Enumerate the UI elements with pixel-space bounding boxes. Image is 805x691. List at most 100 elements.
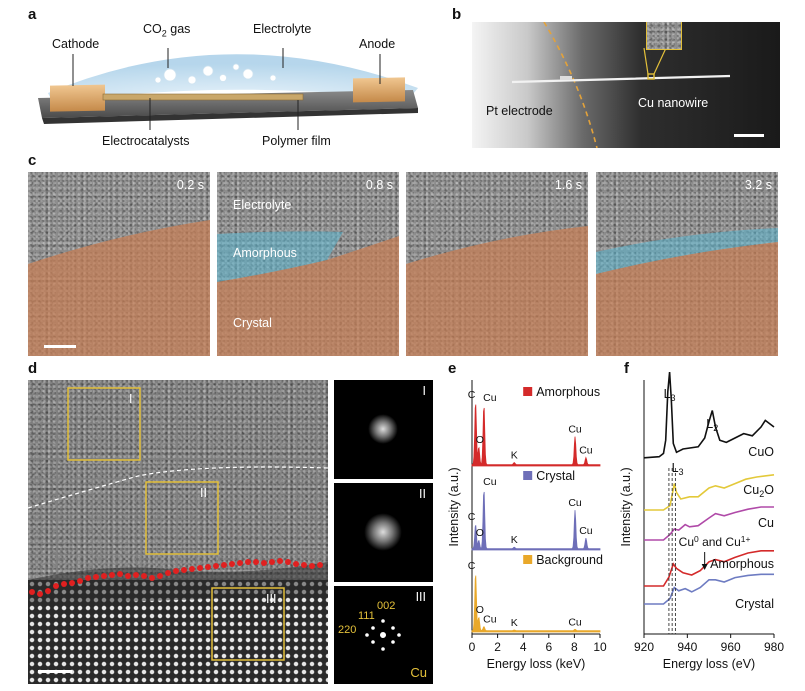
series-line-cuo — [643, 372, 775, 459]
series-line-crystal — [644, 573, 774, 605]
x-tick-label: 8 — [571, 640, 578, 654]
panel-label-e: e — [448, 360, 457, 377]
y-axis-label: Intensity (a.u.) — [619, 467, 633, 546]
electrolyte-dome — [48, 54, 418, 103]
x-tick-label: 940 — [677, 640, 697, 654]
co2-suffix: gas — [166, 22, 191, 36]
series-area-crystal — [471, 491, 601, 551]
cathode-pad — [50, 84, 105, 112]
label-electrolyte-c: Electrolyte — [233, 198, 292, 212]
series-line-cu2o — [644, 474, 775, 511]
series-area-background — [471, 575, 601, 633]
peak-label-cu: Cu — [483, 614, 497, 626]
panel-label-f: f — [624, 360, 629, 377]
legend-label-amorphous: Amorphous — [536, 385, 600, 399]
series-label-amorphous: Amorphous — [710, 557, 774, 571]
peak-label-k: K — [511, 534, 518, 546]
peak-label-c: C — [468, 389, 476, 401]
x-tick-label: 4 — [520, 640, 527, 654]
region-box-1 — [67, 387, 141, 461]
label-anode: Anode — [359, 37, 396, 51]
panel-label-b: b — [452, 6, 462, 23]
peak-label-c: C — [468, 511, 476, 523]
peak-label-cu: Cu — [579, 445, 593, 457]
legend-swatch-crystal — [523, 471, 533, 480]
label-cu-nanowire: Cu nanowire — [638, 96, 709, 110]
x-tick-label: 0 — [469, 640, 476, 654]
label-electrocatalysts: Electrocatalysts — [102, 134, 190, 148]
x-tick-label: 980 — [764, 640, 784, 654]
timestamp-2: 1.6 s — [554, 178, 582, 192]
region-label-3: III — [266, 592, 277, 606]
label-pt-electrode: Pt electrode — [486, 104, 553, 118]
fft-image-2: II — [334, 483, 433, 582]
region-label-1: I — [129, 392, 133, 406]
peak-label-cu: Cu — [579, 525, 593, 537]
label-crystal-c: Crystal — [233, 316, 272, 330]
co2-sub: 2 — [161, 28, 167, 39]
label-electrolyte-a: Electrolyte — [253, 22, 312, 36]
edge-label-l3-secondary: L3 — [672, 461, 684, 477]
x-tick-label: 920 — [634, 640, 654, 654]
tem-frame-2: 1.6 s — [406, 172, 588, 356]
x-tick-label: 6 — [545, 640, 552, 654]
label-amorphous-c: Amorphous — [233, 246, 297, 260]
panel-label-c: c — [28, 152, 37, 169]
peak-label-cu: Cu — [483, 476, 497, 488]
x-tick-label: 10 — [593, 640, 607, 654]
x-axis-label: Energy loss (keV) — [487, 657, 586, 671]
series-area-amorphous — [471, 404, 601, 467]
miller-index-002: 002 — [377, 600, 396, 612]
miller-index-220: 220 — [338, 624, 357, 636]
fft-image-3: III 220 111 002 Cu — [334, 586, 433, 684]
fft-image-1: I — [334, 380, 433, 479]
edge-label-l2: L2 — [706, 417, 718, 433]
polymer-film — [102, 93, 304, 101]
fft-label-1: I — [422, 384, 426, 398]
fft-label-2: II — [419, 487, 426, 501]
region-label-2: II — [200, 486, 207, 500]
peak-label-cu: Cu — [568, 424, 582, 436]
panel-label-d: d — [28, 360, 38, 377]
peak-label-o: O — [476, 434, 484, 446]
hrtem-image-d: I II III — [28, 380, 328, 684]
tem-frame-3: 3.2 s — [596, 172, 778, 356]
tem-frame-0: 0.2 s — [28, 172, 210, 356]
region-box-2 — [145, 481, 219, 555]
y-axis-label: Intensity (a.u.) — [447, 467, 461, 546]
peak-label-o: O — [476, 604, 484, 616]
timestamp-1: 0.8 s — [365, 178, 393, 192]
legend-label-background: Background — [536, 553, 603, 567]
label-cu-fft: Cu — [410, 665, 427, 680]
x-axis-label: Energy loss (eV) — [663, 657, 755, 671]
tem-frame-1: 0.8 s Electrolyte Amorphous Crystal — [217, 172, 399, 356]
series-label-crystal: Crystal — [735, 597, 774, 611]
annotation-cu-states: Cu0 and Cu1+ — [679, 534, 751, 549]
peak-label-cu: Cu — [568, 497, 582, 509]
peak-label-c: C — [468, 560, 476, 572]
panel-label-a: a — [28, 6, 37, 23]
co2-prefix: CO — [143, 22, 162, 36]
anode-pad — [353, 77, 405, 103]
electrochemical-cell-schematic — [38, 48, 418, 130]
fft-label-3: III — [415, 590, 426, 604]
peak-label-k: K — [511, 450, 518, 462]
series-line-amorphous — [644, 550, 774, 587]
peak-label-o: O — [476, 527, 484, 539]
label-co2-gas: CO2 gas — [143, 22, 190, 39]
tem-image-b: Pt electrode Cu nanowire — [472, 22, 780, 148]
peak-label-cu: Cu — [568, 616, 582, 628]
x-tick-label: 960 — [721, 640, 741, 654]
miller-index-111: 111 — [358, 610, 375, 622]
label-cathode: Cathode — [52, 37, 100, 51]
timestamp-0: 0.2 s — [176, 178, 204, 192]
legend-swatch-background — [523, 555, 533, 564]
legend-swatch-amorphous — [523, 387, 533, 396]
x-tick-label: 2 — [494, 640, 501, 654]
series-label-cuo: CuO — [748, 445, 774, 459]
edge-label-l3: L3 — [664, 387, 676, 403]
inset-zoom-image — [646, 22, 682, 50]
series-label-cu: Cu — [758, 516, 774, 530]
